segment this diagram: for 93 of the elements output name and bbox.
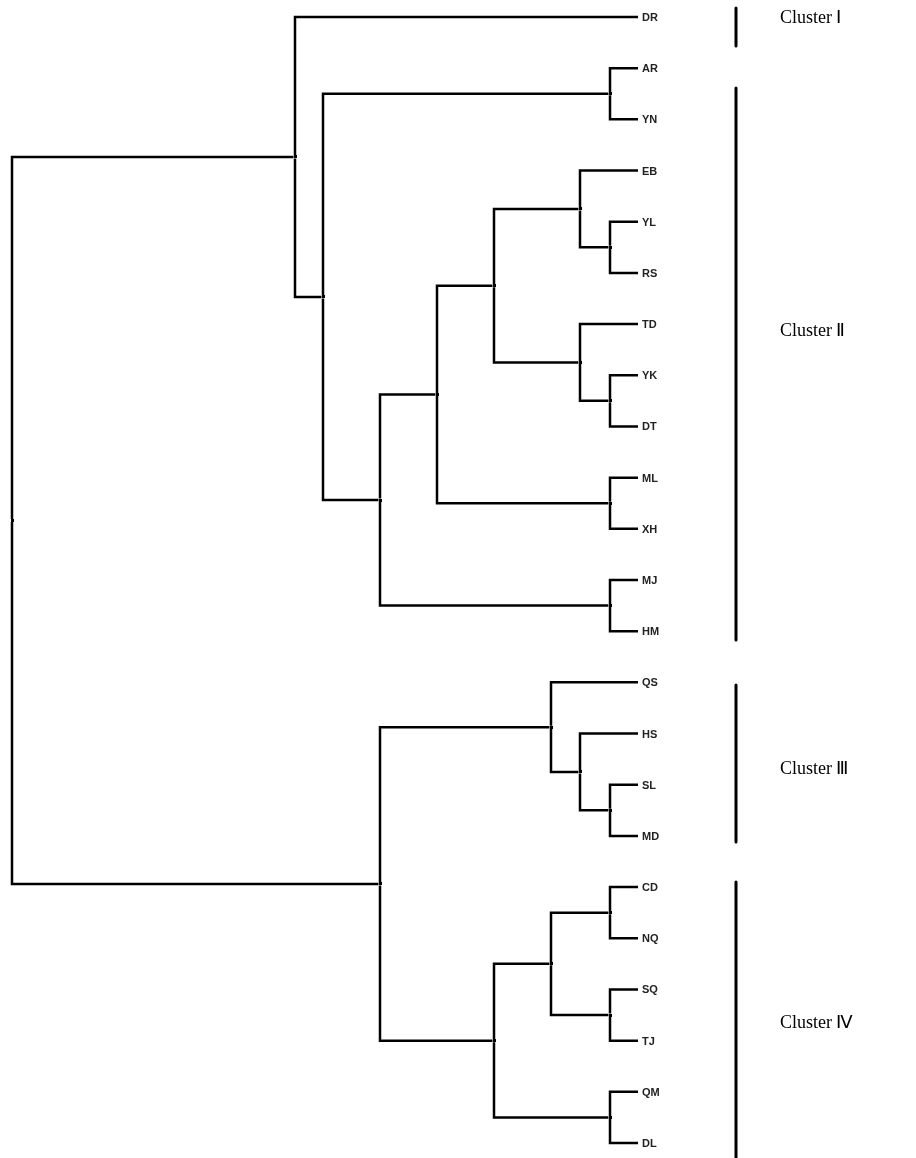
leaf-label: YL <box>642 214 657 229</box>
branch-point <box>608 245 612 249</box>
tree-branch <box>578 773 609 812</box>
branch-point <box>608 1115 612 1119</box>
branch-point <box>608 501 612 505</box>
branch-point <box>492 1039 496 1043</box>
branch-point <box>578 207 582 211</box>
tree-branch <box>608 248 638 275</box>
cluster-label: Cluster Ⅳ <box>780 1011 854 1033</box>
tree-branch <box>578 169 638 208</box>
tree-branch <box>608 220 638 246</box>
tree-branch <box>321 92 609 296</box>
branch-point <box>578 360 582 364</box>
tree-branch <box>293 15 638 156</box>
tree-branch <box>608 914 638 940</box>
tree-branch <box>608 1090 638 1116</box>
tree-branch <box>492 287 579 364</box>
tree-branch <box>578 732 638 771</box>
leaf-label: TD <box>642 317 657 332</box>
tree-branch <box>608 1118 638 1145</box>
tree-branch <box>549 911 609 963</box>
leaf-label: AR <box>642 61 658 76</box>
tree-branch <box>608 504 638 531</box>
tree-branch <box>492 962 550 1040</box>
leaf-label: HS <box>642 726 658 741</box>
branch-point <box>492 284 496 288</box>
tree-branch <box>608 783 638 809</box>
branch-point <box>435 392 439 396</box>
tree-branch <box>378 885 493 1042</box>
tree-branch <box>378 501 609 607</box>
branch-point <box>578 770 582 774</box>
leaf-label: DT <box>642 419 657 434</box>
tree-branch <box>578 210 609 249</box>
leaf-label: DR <box>642 10 658 24</box>
branch-point <box>608 1013 612 1017</box>
leaf-label: MJ <box>642 573 658 587</box>
tree-branch <box>578 322 638 361</box>
tree-branch <box>378 393 436 499</box>
leaf-label: QS <box>642 675 658 690</box>
leaf-label: DL <box>642 1136 657 1150</box>
cluster-label: Cluster Ⅲ <box>780 757 849 779</box>
branch-point <box>549 962 553 966</box>
leaf-label: ML <box>642 470 658 485</box>
tree-branch <box>492 207 579 285</box>
tree-branch <box>608 885 638 912</box>
tree-branch <box>608 1016 638 1042</box>
tree-branch <box>608 578 638 605</box>
tree-branch <box>435 284 493 393</box>
tree-branch <box>608 988 638 1014</box>
branch-point <box>10 518 14 522</box>
tree-branch <box>608 374 638 400</box>
branch-point <box>321 295 325 299</box>
tree-branch <box>549 728 579 774</box>
cluster-label: Cluster Ⅰ <box>780 6 842 28</box>
leaf-label: HM <box>642 624 660 639</box>
tree-branch <box>608 476 638 502</box>
branch-point <box>549 725 553 729</box>
tree-branch <box>378 725 550 883</box>
tree-branch <box>578 364 609 403</box>
tree-branch <box>293 158 322 299</box>
tree-branch <box>608 66 638 93</box>
tree-branch <box>608 811 638 838</box>
leaf-label: YK <box>642 368 658 383</box>
tree-branch <box>435 395 609 505</box>
tree-branch <box>321 298 379 502</box>
tree-branch <box>549 965 609 1017</box>
leaf-label: YN <box>642 112 658 127</box>
cluster-label: Cluster Ⅱ <box>780 319 846 341</box>
leaf-label: MD <box>642 828 660 843</box>
leaf-label: TJ <box>642 1033 655 1048</box>
branch-point <box>378 498 382 502</box>
branch-point <box>608 399 612 403</box>
tree-branch <box>549 681 638 726</box>
tree-branch <box>10 155 294 519</box>
leaf-label: QM <box>642 1084 660 1099</box>
tree-branch <box>10 521 379 886</box>
leaf-label: RS <box>642 265 658 280</box>
branch-point <box>608 92 612 96</box>
leaf-label: SQ <box>642 982 658 997</box>
branch-point <box>608 911 612 915</box>
leaf-label: XH <box>642 521 658 536</box>
branch-point <box>378 882 382 886</box>
leaf-label: SL <box>642 777 657 792</box>
tree-branch <box>492 1042 609 1119</box>
branch-point <box>608 808 612 812</box>
tree-branch <box>608 95 638 121</box>
branch-point <box>608 604 612 608</box>
leaf-label: EB <box>642 163 658 178</box>
branch-point <box>293 155 297 159</box>
leaf-label: CD <box>642 880 658 895</box>
leaf-label: NQ <box>642 931 659 946</box>
tree-branch <box>608 402 638 428</box>
tree-branch <box>608 607 638 633</box>
